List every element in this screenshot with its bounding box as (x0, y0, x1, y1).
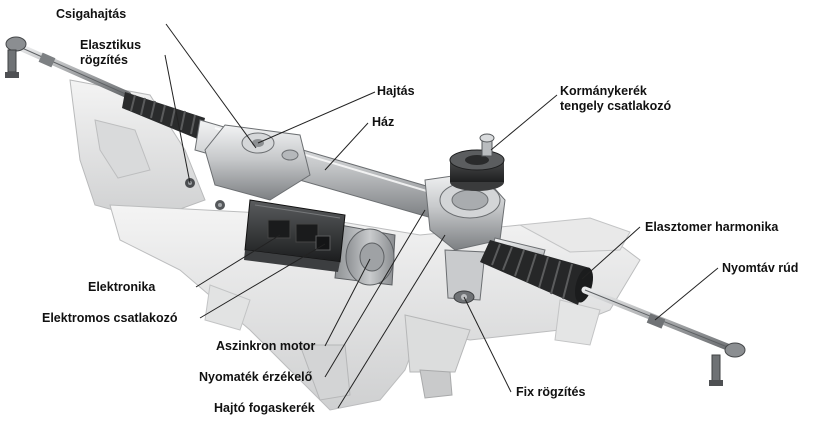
label-aszinkron-motor: Aszinkron motor (216, 339, 316, 353)
left-tie-rod (5, 36, 132, 99)
label-kormanykerek-line2: tengely csatlakozó (560, 99, 672, 113)
label-elasztomer-harmonika: Elasztomer harmonika (645, 220, 779, 234)
label-nyomatek-erzekelo: Nyomaték érzékelő (199, 370, 313, 384)
right-tie-rod (581, 286, 746, 386)
pinion-housing (424, 171, 506, 304)
label-elasztikus-line1: Elasztikus (80, 38, 142, 52)
label-kormanykerek-tengely-csatlakozo: Kormánykerék tengely csatlakozó (560, 84, 671, 114)
label-nyomtav-rud: Nyomtáv rúd (722, 261, 799, 275)
label-elasztikus-rogzites: Elasztikus rögzítés (80, 38, 141, 68)
label-fix-rogzites: Fix rögzítés (516, 385, 586, 399)
label-elasztikus-line2: rögzítés (80, 53, 128, 67)
label-haz: Ház (372, 115, 395, 129)
label-hajto-fogaskerek: Hajtó fogaskerék (214, 401, 315, 415)
asynchronous-motor (334, 224, 396, 286)
rack-housing (185, 119, 441, 219)
label-elektronika: Elektronika (88, 280, 156, 294)
label-csigahajtas: Csigahajtás (56, 7, 127, 21)
steering-column-connector (449, 133, 505, 191)
label-hajtas: Hajtás (377, 84, 415, 98)
leader-lines (164, 23, 719, 409)
electronic-control-unit (244, 199, 346, 272)
label-kormanykerek-line1: Kormánykerék (560, 84, 647, 98)
left-boot (122, 92, 205, 140)
right-boot (480, 237, 594, 305)
label-elektromos-csatlakozo: Elektromos csatlakozó (42, 311, 178, 325)
